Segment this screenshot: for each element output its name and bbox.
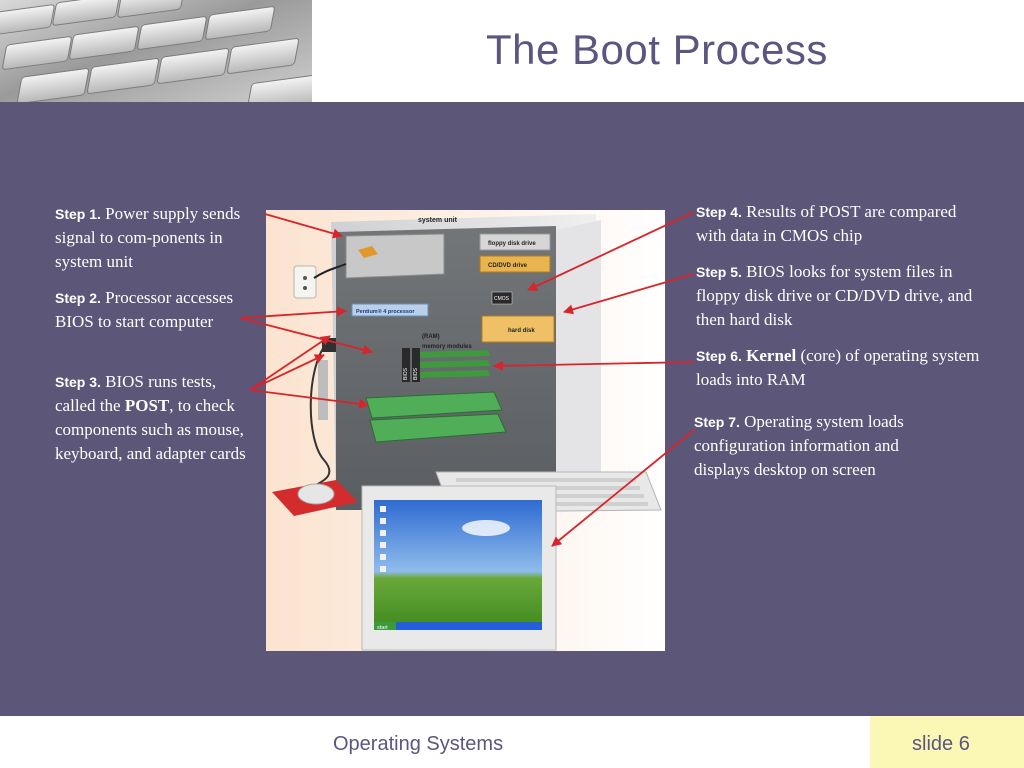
label-system-unit: system unit — [418, 217, 458, 224]
hard-disk — [481, 315, 555, 343]
wall-outlet — [293, 265, 317, 299]
bios-chip — [402, 348, 410, 382]
step-text: Processor accesses BIOS to start compute… — [55, 288, 234, 331]
step-label: Step 1. — [55, 206, 101, 222]
step-text: Operating system loads configuration inf… — [694, 412, 904, 479]
processor — [351, 303, 429, 317]
step-text: Power supply sends signal to com-ponents… — [55, 204, 241, 271]
step-4: Step 4. Results of POST are compared wit… — [696, 200, 986, 248]
step-text-before: BIOS runs tests, called the — [55, 372, 217, 415]
step-bold-term: POST — [124, 396, 170, 415]
slide-title: The Boot Process — [486, 26, 828, 73]
step-text: Results of POST are compared with data i… — [696, 202, 957, 245]
step-5: Step 5. BIOS looks for system files in f… — [696, 260, 986, 332]
label-bios: BIOS — [413, 367, 419, 380]
label-ram: (RAM) — [422, 334, 440, 340]
step-3: Step 3. BIOS runs tests, called the POST… — [55, 370, 255, 466]
step-label: Step 4. — [696, 204, 742, 220]
step-label: Step 6. — [696, 348, 742, 364]
label-memory: memory modules — [422, 344, 472, 350]
label-floppy: floppy disk drive — [488, 241, 536, 247]
footer-course-title: Operating Systems — [333, 733, 504, 755]
step-label: Step 3. — [55, 374, 101, 390]
computer-illustration: system unit floppy disk drive CD/DVD dri… — [266, 210, 665, 651]
step-2: Step 2. Processor accesses BIOS to start… — [55, 286, 250, 334]
label-processor: Pentium® 4 processor — [356, 308, 415, 315]
bios-chip — [412, 348, 420, 382]
step-text: BIOS looks for system files in floppy di… — [696, 262, 973, 329]
slide-number-box — [870, 716, 1024, 768]
footer-divider — [0, 716, 1024, 718]
mouse — [297, 483, 335, 505]
slide-header: The Boot Process — [0, 0, 1024, 102]
step-label: Step 2. — [55, 290, 101, 306]
step-label: Step 7. — [694, 414, 740, 430]
step-bold-term: Kernel — [746, 346, 797, 365]
step-6: Step 6. Kernel (core) of operating syste… — [696, 344, 986, 392]
label-cddvd: CD/DVD drive — [488, 263, 528, 269]
label-cmos: CMOS — [494, 296, 510, 302]
keyboard-photo — [0, 0, 312, 102]
step-1: Step 1. Power supply sends signal to com… — [55, 202, 255, 274]
step-7: Step 7. Operating system loads configura… — [694, 410, 954, 482]
label-bios: BIOS — [403, 367, 409, 380]
slide-number: slide 6 — [912, 733, 970, 755]
slide-footer — [0, 716, 870, 768]
label-start: start — [377, 625, 388, 631]
step-text-after: , to check components such as mouse, key… — [55, 396, 246, 463]
computer-system-graphic: system unit floppy disk drive CD/DVD dri… — [266, 210, 665, 651]
cmos-chip — [491, 291, 513, 305]
step-label: Step 5. — [696, 264, 742, 280]
memory-modules — [416, 350, 490, 378]
adapter-cards — [365, 391, 507, 443]
label-harddisk: hard disk — [508, 328, 535, 334]
monitor-screen — [374, 500, 542, 630]
step-text: (core) of operating system loads into RA… — [696, 346, 980, 389]
